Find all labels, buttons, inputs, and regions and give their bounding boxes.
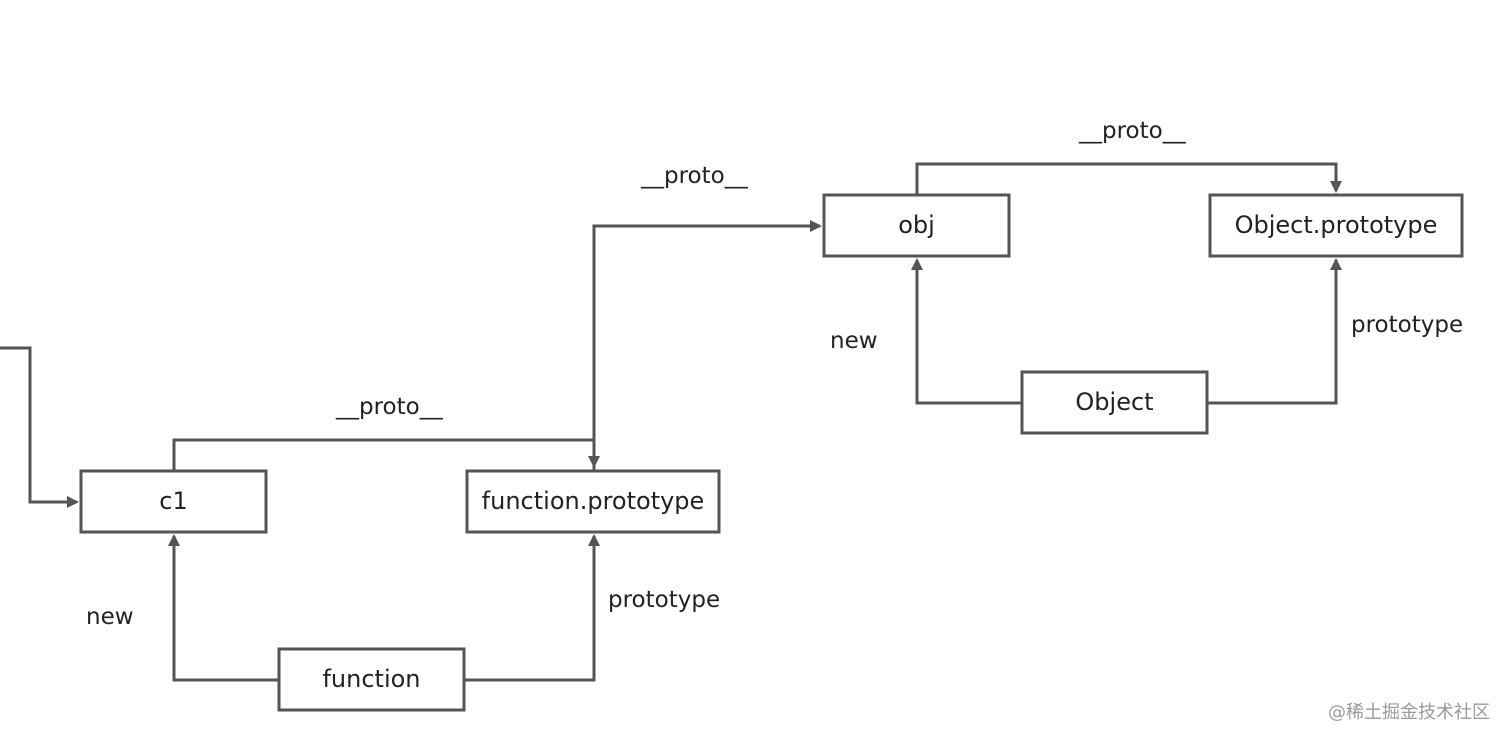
edge-function-prototype: [465, 534, 600, 682]
edge-function-new: [168, 534, 278, 682]
edge-object-new: [911, 258, 1022, 405]
node-c1: c1: [79, 469, 268, 534]
node-label-function: function: [322, 665, 420, 693]
edge-label-object-prototype: prototype: [1351, 312, 1463, 338]
node-function-prototype: function.prototype: [465, 469, 721, 534]
node-label-object-prototype: Object.prototype: [1235, 211, 1438, 239]
edge-object-prototype: [1207, 258, 1342, 405]
edge-label-obj-proto: __proto__: [1078, 118, 1186, 144]
watermark-text: @稀土掘金技术社区: [1328, 702, 1490, 723]
node-label-obj: obj: [898, 211, 935, 239]
node-label-function-prototype: function.prototype: [482, 487, 705, 515]
edge-label-object-new: new: [830, 328, 878, 354]
edges: __proto__ new prototype __proto__ __prot…: [0, 118, 1463, 682]
node-function: function: [277, 647, 466, 712]
node-object-prototype: Object.prototype: [1208, 193, 1464, 258]
nodes: c1 function.prototype function obj Objec…: [79, 193, 1464, 712]
node-label-object: Object: [1075, 388, 1153, 416]
edge-c1-proto: [172, 438, 600, 470]
node-object: Object: [1020, 370, 1209, 435]
node-obj: obj: [822, 193, 1011, 258]
node-label-c1: c1: [159, 487, 187, 515]
edge-entry-to-c1: [0, 346, 79, 508]
edge-label-fp-proto: __proto__: [640, 163, 748, 189]
edge-label-c1-proto: __proto__: [335, 394, 443, 420]
edge-obj-proto: [915, 162, 1342, 194]
edge-fp-proto: [592, 220, 822, 470]
edge-label-function-new: new: [86, 604, 134, 630]
edge-label-function-prototype: prototype: [608, 587, 720, 613]
